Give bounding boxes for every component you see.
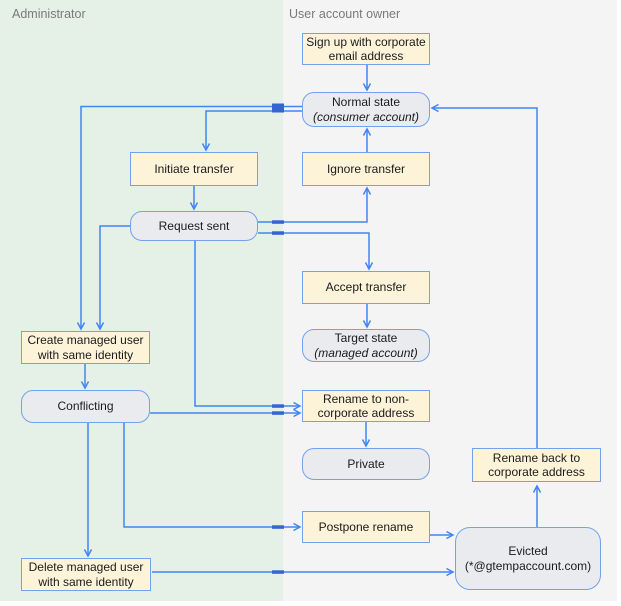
node-label-line: corporate address xyxy=(317,406,415,420)
node-label-line: Create managed user xyxy=(27,333,144,347)
node-label-line: Conflicting xyxy=(57,399,114,414)
node-target-state: Target state (managed account) xyxy=(302,329,430,362)
node-label-line: (*@gtempaccount.com) xyxy=(464,558,592,573)
node-label-line: Private xyxy=(347,456,385,471)
node-label-line: with same identity xyxy=(38,574,134,589)
node-delete-managed-user: Delete managed user with same identity xyxy=(21,558,151,591)
node-label-line: email address xyxy=(328,49,404,63)
node-rename-back: Rename back to corporate address xyxy=(472,448,601,482)
user-account-owner-lane-label: User account owner xyxy=(289,7,401,21)
node-private: Private xyxy=(302,448,430,480)
node-rename-non-corporate: Rename to non- corporate address xyxy=(302,390,430,422)
node-label-line: Ignore transfer xyxy=(326,161,406,176)
node-create-managed-user: Create managed user with same identity xyxy=(21,331,150,364)
node-label-line: Accept transfer xyxy=(325,280,407,295)
node-label-line: Delete managed user xyxy=(28,560,144,574)
node-sign-up: Sign up with corporate email address xyxy=(302,33,430,65)
node-ignore-transfer: Ignore transfer xyxy=(302,152,430,186)
administrator-lane-label: Administrator xyxy=(12,7,86,21)
node-accept-transfer: Accept transfer xyxy=(302,271,430,304)
node-label-line: Initiate transfer xyxy=(154,161,234,176)
node-label-line: (consumer account) xyxy=(312,109,420,124)
node-label-line: Request sent xyxy=(158,218,230,233)
node-postpone-rename: Postpone rename xyxy=(302,511,430,543)
node-initiate-transfer: Initiate transfer xyxy=(130,152,258,186)
node-label-line: Rename to non- xyxy=(322,391,410,406)
node-label-line: with same identity xyxy=(37,347,134,362)
administrator-lane xyxy=(0,0,283,601)
node-label-line: corporate address xyxy=(488,465,585,479)
node-label-line: (managed account) xyxy=(314,345,418,360)
node-label-line: Evicted xyxy=(508,544,548,558)
node-label-line: Rename back to xyxy=(492,450,581,465)
node-label-line: Sign up with corporate xyxy=(306,34,426,49)
node-conflicting: Conflicting xyxy=(21,390,150,423)
node-label-line: Normal state xyxy=(331,95,401,109)
node-request-sent: Request sent xyxy=(130,211,258,241)
node-normal-state: Normal state (consumer account) xyxy=(302,92,430,127)
node-label-line: Target state xyxy=(334,331,398,345)
node-label-line: Postpone rename xyxy=(318,519,414,534)
node-evicted: Evicted (*@gtempaccount.com) xyxy=(455,527,601,590)
